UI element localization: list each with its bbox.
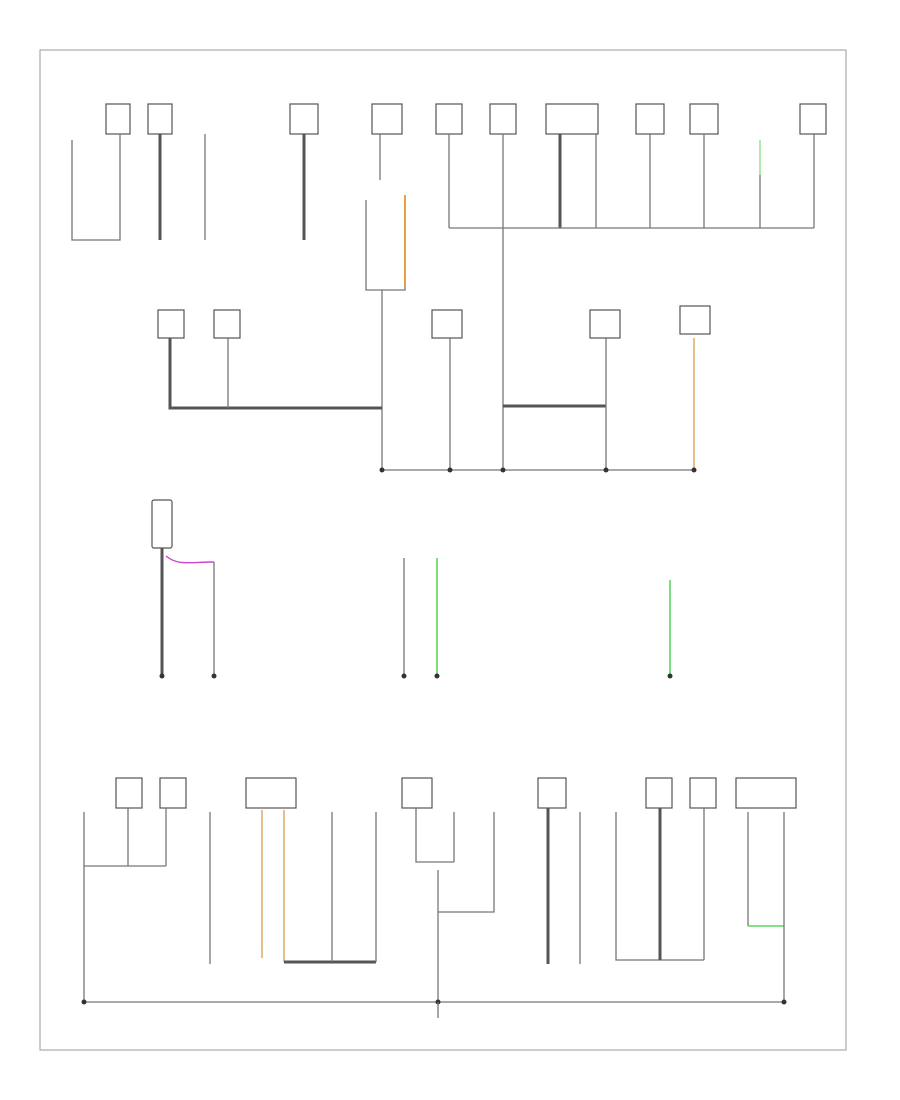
- battery-ground-section: [151, 499, 673, 679]
- splice-node: [379, 467, 385, 473]
- component-box: [147, 103, 173, 135]
- battery-symbol: [151, 499, 173, 549]
- ground-point: [434, 673, 440, 679]
- component-box: [689, 777, 717, 809]
- ground-point: [211, 673, 217, 679]
- splice-node: [691, 467, 697, 473]
- component-box: [735, 777, 797, 809]
- component-box: [489, 103, 517, 135]
- ground-wire: [382, 285, 406, 291]
- component-box: [799, 103, 827, 135]
- ground-point: [159, 673, 165, 679]
- component-box: [435, 103, 463, 135]
- splice-node: [781, 999, 787, 1005]
- ground-wire: [415, 808, 454, 863]
- ground-point: [401, 673, 407, 679]
- ground-wire: [615, 812, 704, 961]
- ground-wire-violet: [165, 555, 215, 564]
- component-box: [401, 777, 433, 809]
- component-box: [545, 103, 599, 135]
- ground-wire: [438, 812, 495, 913]
- component-box: [371, 103, 403, 135]
- splice-node: [603, 467, 609, 473]
- component-box: [537, 777, 567, 809]
- splice-node: [81, 999, 87, 1005]
- component-box: [245, 777, 297, 809]
- component-box: [645, 777, 673, 809]
- component-box: [289, 103, 319, 135]
- top-row-components: [71, 103, 827, 470]
- component-box: [157, 309, 185, 339]
- component-box: [679, 305, 711, 335]
- middle-row-components: [157, 305, 711, 473]
- splice-node: [500, 467, 506, 473]
- component-box: [589, 309, 621, 339]
- component-box: [115, 777, 143, 809]
- component-box: [105, 103, 131, 135]
- bottom-row-components: [81, 777, 797, 1018]
- ground-wire: [365, 200, 383, 470]
- component-box: [213, 309, 241, 339]
- ground-wire: [71, 134, 121, 241]
- diagram-border: [39, 49, 847, 1051]
- component-box: [689, 103, 719, 135]
- component-box: [431, 309, 463, 339]
- component-box: [159, 777, 187, 809]
- component-box: [635, 103, 665, 135]
- ground-wire: [168, 338, 382, 410]
- splice-node: [447, 467, 453, 473]
- ground-point: [667, 673, 673, 679]
